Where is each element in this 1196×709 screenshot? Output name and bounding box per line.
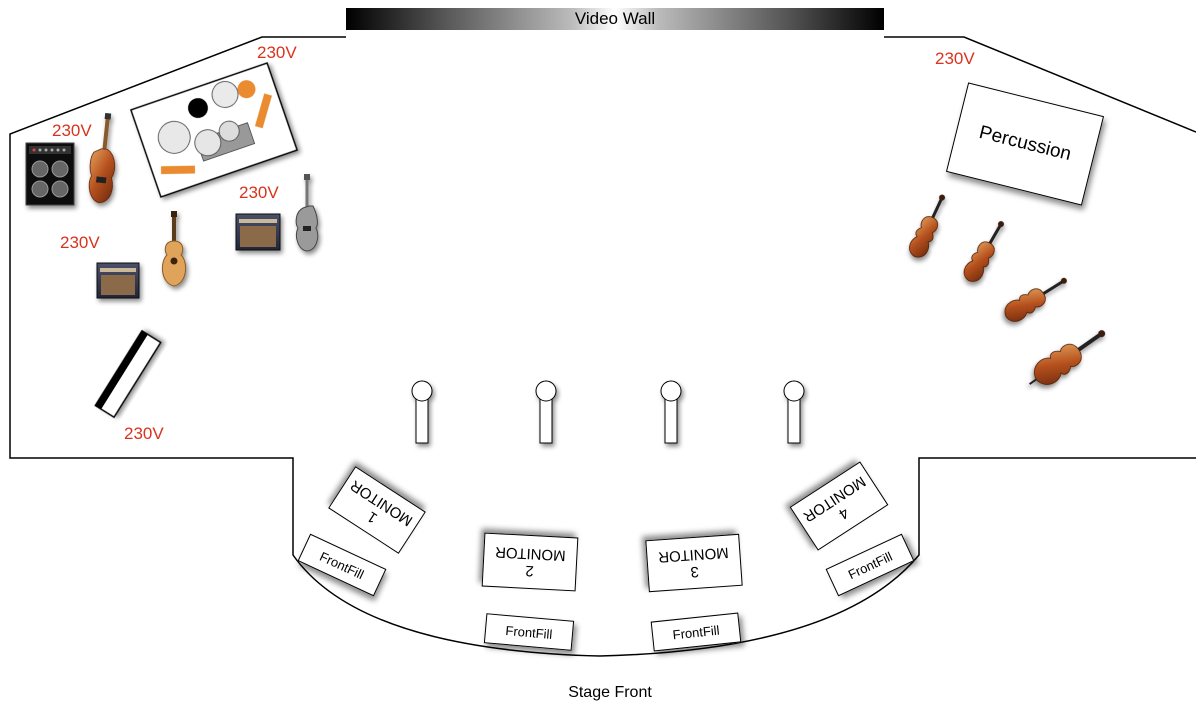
monitor-2-label: MONITOR [494,543,567,564]
power-label-right: 230V [935,49,975,68]
video-wall: Video Wall [346,8,884,30]
power-label-drums: 230V [257,43,297,62]
power-label-keyboard: 230V [124,424,164,443]
stage-front-label: Stage Front [568,684,652,701]
violin-icon [909,194,946,258]
electric-guitar-icon [295,174,319,252]
power-label-guitar-amp-right: 230V [239,183,279,202]
acoustic-guitar-icon [161,211,187,287]
guitar-amp-icon [235,213,281,251]
guitar-amp-icon [96,262,140,299]
power-label-bass-amp: 230V [52,121,92,140]
mic-stand-icon [783,380,805,444]
monitor-3-number: 3 [689,562,700,581]
monitor-2-number: 2 [524,561,535,580]
keyboard-icon [94,329,162,419]
stage-outline [9,36,1196,657]
drum-kit-icon [129,62,299,198]
monitor-3-label: MONITOR [657,543,730,566]
frontfill-3-label: FrontFill [671,622,721,642]
mic-stand-icon [535,380,557,444]
violin-icon [963,221,1004,282]
bass-amp-icon [25,142,75,206]
video-wall-label: Video Wall [574,9,656,28]
mic-stand-icon [660,380,682,444]
monitor-3: 3 MONITOR [645,533,743,593]
bass-guitar-icon [88,112,116,204]
mic-stand-icon [411,380,433,444]
monitor-2: 2 MONITOR [481,532,579,592]
frontfill-2-label: FrontFill [504,622,554,642]
cello-icon [1029,330,1106,385]
percussion-label: Percussion [976,121,1074,166]
power-label-guitar-amp-left: 230V [60,233,100,252]
viola-icon [1004,277,1067,322]
